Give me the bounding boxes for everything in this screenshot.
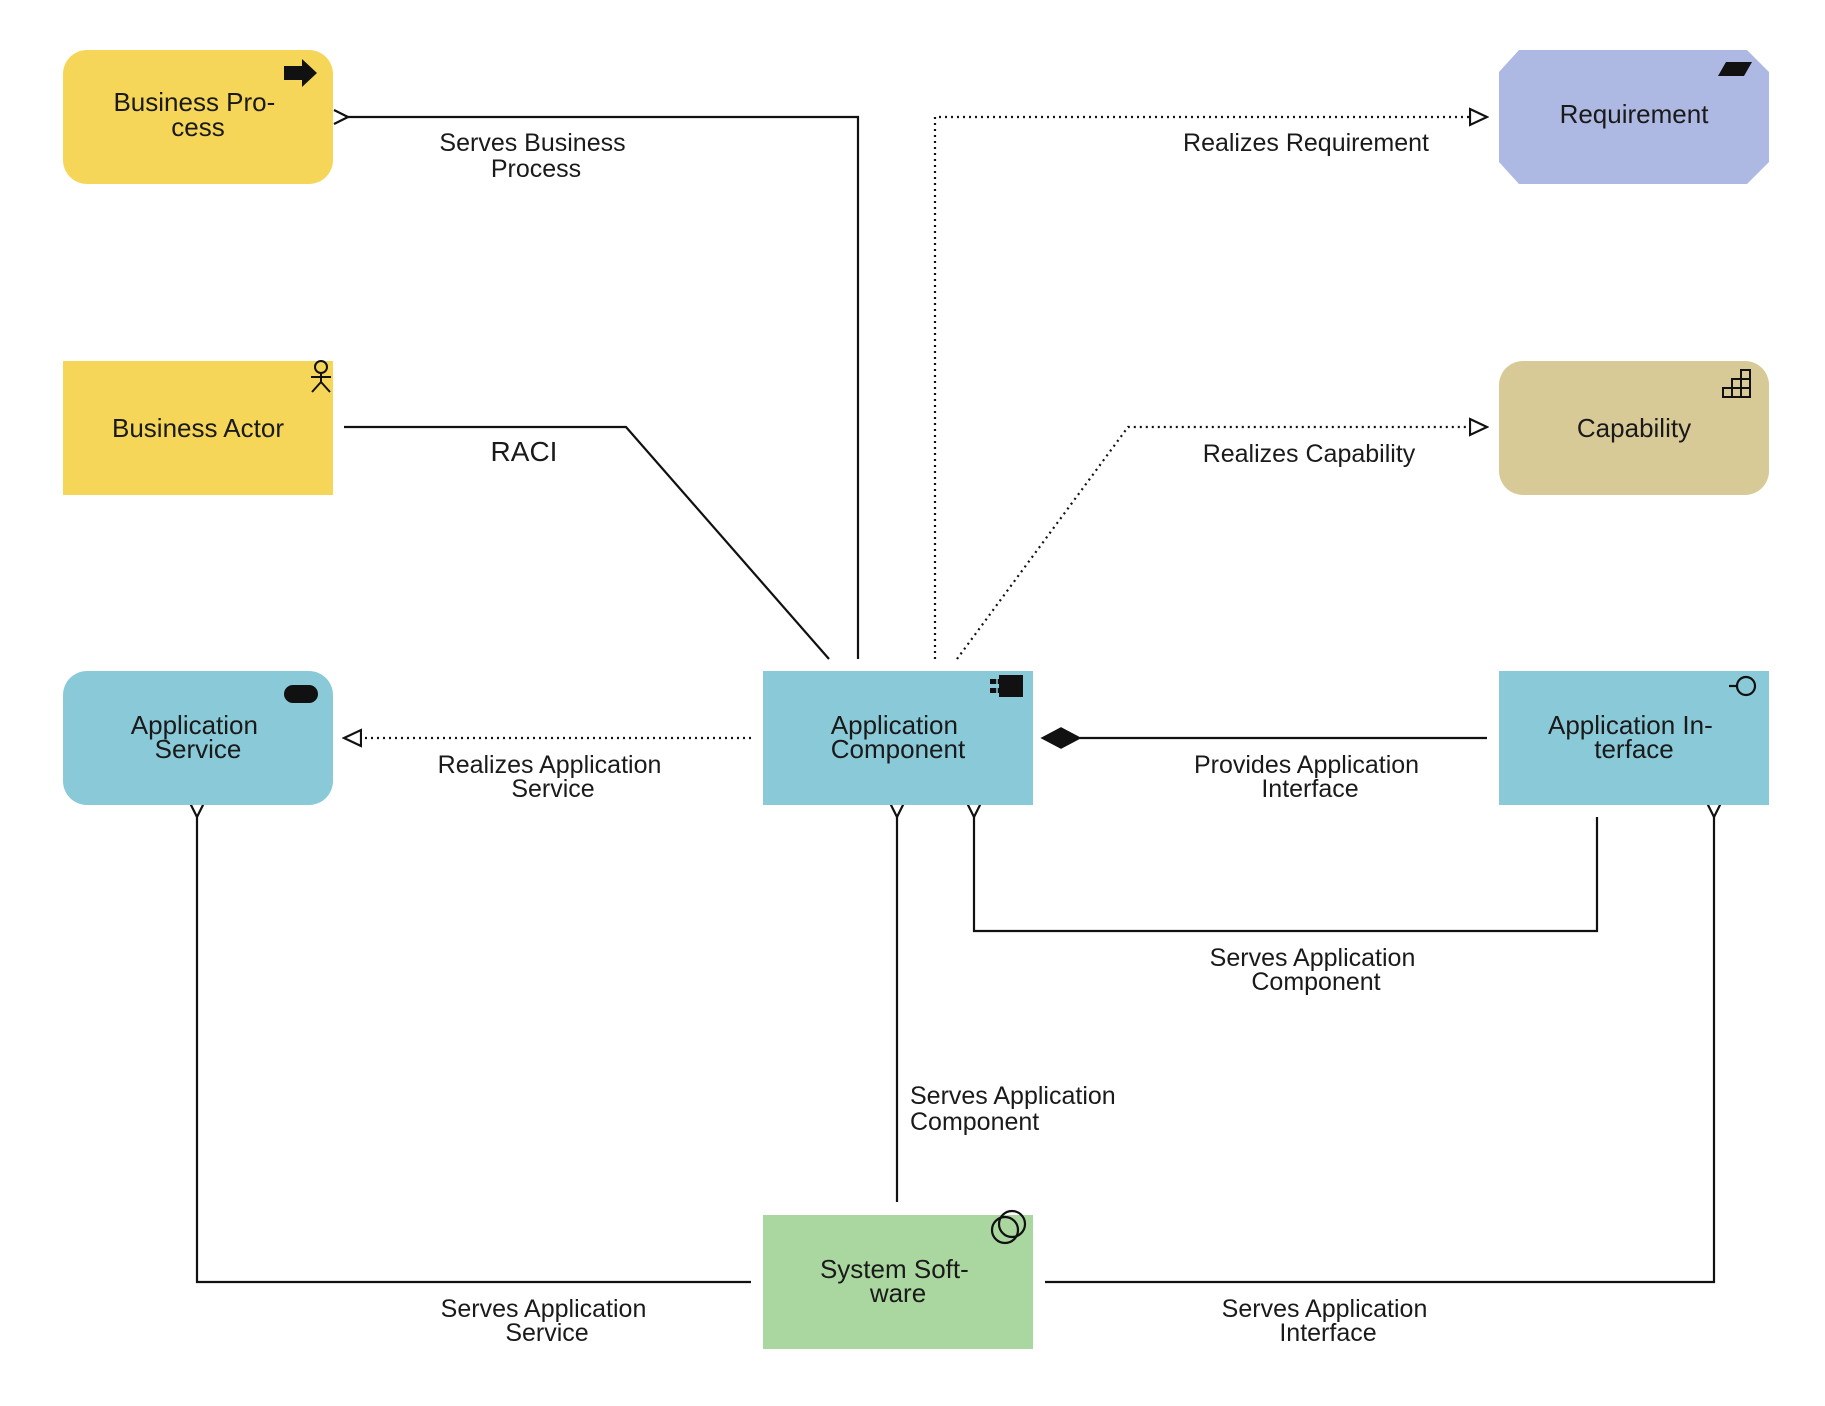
parallelogram-icon: [1718, 62, 1752, 76]
component-icon: [990, 675, 1023, 697]
edge-label-realizes-requirement: Realizes Requirement: [1183, 129, 1429, 157]
edge-serves-app-component-from-interface[interactable]: [974, 817, 1599, 933]
edge-label-serves-business-process: Serves Business Process: [439, 129, 632, 183]
node-label: Business Actor: [112, 413, 284, 443]
edge-label-realizes-application-service: Realizes Application Service: [438, 751, 669, 803]
node-label: Application Service: [131, 710, 265, 764]
arrow-right-icon: [284, 59, 317, 87]
pill-icon: [284, 685, 318, 703]
node-label: Capability: [1577, 413, 1691, 443]
edge-label-provides-application-interface: Provides Application Interface: [1194, 751, 1426, 803]
node-application-component[interactable]: Application Component: [763, 671, 1033, 805]
lollipop-icon: [1729, 675, 1757, 697]
node-label: System Soft- ware: [820, 1254, 976, 1308]
node-label: Requirement: [1560, 99, 1710, 129]
edge-label-realizes-capability: Realizes Capability: [1203, 440, 1416, 468]
stairs-grid-icon: [1722, 369, 1751, 398]
edge-label-raci: RACI: [491, 436, 558, 467]
composition-diamond-icon: [1040, 727, 1082, 749]
node-capability[interactable]: Capability: [1499, 361, 1769, 495]
edge-raci[interactable]: [344, 425, 830, 660]
node-label: Application Component: [831, 710, 966, 764]
node-label: Application In- terface: [1548, 710, 1720, 764]
edge-label-serves-application-service: Serves Application Service: [441, 1295, 654, 1347]
edge-label-serves-app-component-from-interface: Serves Application Component: [1210, 944, 1423, 996]
edge-serves-business-process[interactable]: [348, 117, 860, 659]
edge-realizes-capability[interactable]: [956, 427, 1487, 660]
node-application-service[interactable]: Application Service: [63, 671, 333, 805]
edge-realizes-requirement[interactable]: [933, 117, 1487, 659]
node-requirement[interactable]: Requirement: [1499, 50, 1769, 184]
node-system-software[interactable]: System Soft- ware: [763, 1209, 1033, 1349]
node-application-interface[interactable]: Application In- terface: [1499, 671, 1769, 805]
edge-serves-application-interface[interactable]: [1045, 817, 1714, 1284]
node-business-actor[interactable]: Business Actor: [63, 360, 333, 495]
edge-label-serves-app-component-from-system: Serves Application Component: [910, 1082, 1123, 1136]
node-label: Business Pro- cess: [113, 87, 282, 142]
node-business-process[interactable]: Business Pro- cess: [63, 50, 333, 184]
stick-figure-icon: [311, 360, 331, 393]
edge-serves-application-service[interactable]: [197, 817, 751, 1284]
overlapping-circles-icon: [990, 1209, 1027, 1245]
edge-provides-application-interface[interactable]: [1040, 727, 1487, 749]
edge-label-serves-application-interface: Serves Application Interface: [1222, 1295, 1435, 1347]
